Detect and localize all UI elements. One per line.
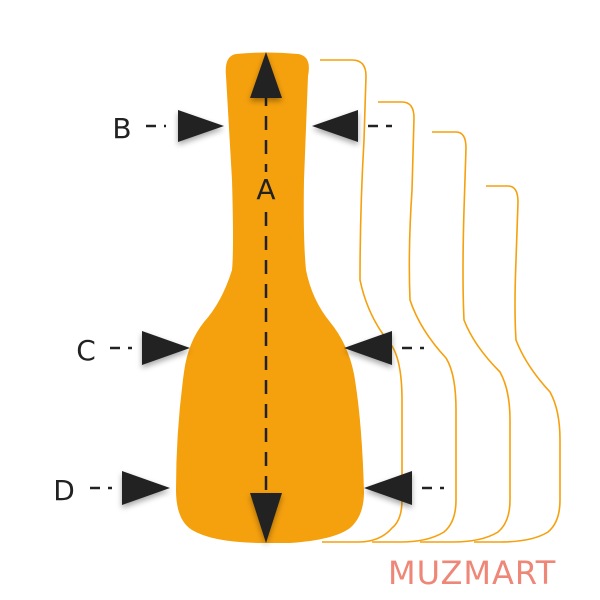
guitar-case-silhouette (176, 52, 364, 543)
dimension-d-left-arrow-icon (122, 471, 170, 505)
dimension-b-left-arrow-icon (178, 110, 224, 142)
case-outline-medium (372, 101, 457, 543)
dimension-a-down-arrow-icon (250, 493, 282, 543)
dimension-c-label: C (76, 334, 96, 367)
dimension-c-left-arrow-icon (142, 331, 190, 365)
case-outline-large (420, 131, 511, 543)
dimension-d: D (53, 471, 444, 507)
dimension-c-right-arrow-icon (344, 331, 392, 365)
dimension-a-up-arrow-icon (250, 52, 282, 98)
dimension-a-label: A (256, 173, 275, 206)
dimension-d-right-arrow-icon (364, 471, 412, 505)
dimension-d-label: D (53, 474, 75, 507)
dimension-c: C (76, 331, 424, 367)
dimension-b-label: B (112, 112, 131, 145)
muzmart-watermark: MUZMART (388, 554, 557, 592)
case-outline-xlarge (474, 185, 561, 543)
dimension-b: B (112, 110, 392, 145)
dimension-b-right-arrow-icon (312, 110, 358, 142)
dimension-a: A (250, 52, 282, 543)
